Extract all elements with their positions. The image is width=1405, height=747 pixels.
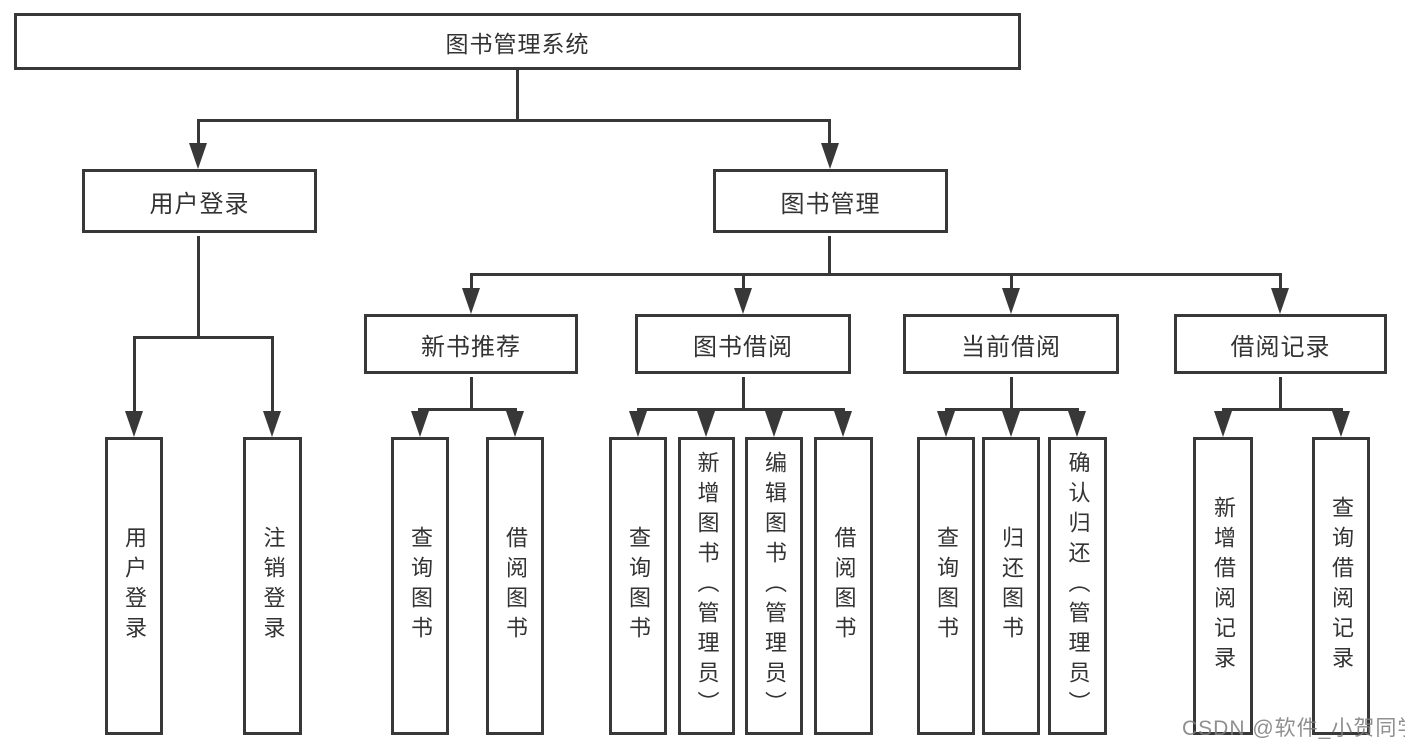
leaf-borrow-query-book: 查询图书 <box>609 437 667 735</box>
arrow-down-icon <box>1271 288 1289 314</box>
leaf-borrow-borrow-book: 借阅图书 <box>814 437 873 735</box>
connector-line <box>271 339 274 416</box>
connector-line <box>470 276 473 294</box>
connector-line <box>742 276 745 294</box>
node-borrow-records: 借阅记录 <box>1174 314 1387 374</box>
leaf-rec-query-book: 查询图书 <box>391 437 449 735</box>
arrow-down-icon <box>765 411 783 437</box>
arrow-down-icon <box>1332 411 1350 437</box>
connector-line <box>133 336 274 339</box>
node-new-book-rec: 新书推荐 <box>364 314 578 374</box>
leaf-records-add-record: 新增借阅记录 <box>1193 437 1253 735</box>
node-book-borrow: 图书借阅 <box>635 314 851 374</box>
connector-line <box>1279 377 1282 411</box>
arrow-down-icon <box>189 143 207 169</box>
leaf-current-return-book: 归还图书 <box>982 437 1040 735</box>
node-book-mgmt: 图书管理 <box>713 169 948 233</box>
arrow-down-icon <box>697 411 715 437</box>
arrow-down-icon <box>462 288 480 314</box>
connector-line <box>742 377 745 411</box>
arrow-down-icon <box>1068 411 1086 437</box>
leaf-login-user-login: 用户登录 <box>105 437 163 735</box>
node-current-borrow: 当前借阅 <box>903 314 1119 374</box>
node-root: 图书管理系统 <box>14 13 1021 70</box>
connector-line <box>828 236 831 276</box>
connector-line <box>828 122 831 148</box>
arrow-down-icon <box>1002 288 1020 314</box>
leaf-current-query-book: 查询图书 <box>917 437 975 735</box>
connector-line <box>470 273 1282 276</box>
arrow-down-icon <box>1214 411 1232 437</box>
arrow-down-icon <box>411 411 429 437</box>
node-user-login: 用户登录 <box>82 169 317 233</box>
leaf-current-confirm-return: 确认归还（管理员） <box>1048 437 1107 735</box>
arrow-down-icon <box>821 143 839 169</box>
connector-line <box>470 377 473 411</box>
connector-line <box>197 119 831 122</box>
arrow-down-icon <box>937 411 955 437</box>
arrow-down-icon <box>506 411 524 437</box>
connector-line <box>133 339 136 416</box>
connector-line <box>516 68 519 122</box>
connector-line <box>945 408 1079 411</box>
watermark: CSDN @软件_小贺同学 <box>1182 717 1405 740</box>
arrow-down-icon <box>834 411 852 437</box>
leaf-borrow-edit-book: 编辑图书（管理员） <box>745 437 803 735</box>
arrow-down-icon <box>263 411 281 437</box>
connector-line <box>1010 276 1013 294</box>
connector-line <box>1010 377 1013 411</box>
leaf-login-logout: 注销登录 <box>243 437 302 735</box>
leaf-borrow-add-book: 新增图书（管理员） <box>678 437 735 735</box>
arrow-down-icon <box>125 411 143 437</box>
connector-line <box>197 236 200 339</box>
arrow-down-icon <box>629 411 647 437</box>
connector-line <box>1222 408 1343 411</box>
arrow-down-icon <box>734 288 752 314</box>
leaf-records-query-record: 查询借阅记录 <box>1312 437 1370 735</box>
arrow-down-icon <box>1002 411 1020 437</box>
connector-line <box>418 408 517 411</box>
leaf-rec-borrow-book: 借阅图书 <box>486 437 544 735</box>
connector-line <box>197 122 200 148</box>
connector-line <box>1279 276 1282 294</box>
connector-line <box>637 408 845 411</box>
